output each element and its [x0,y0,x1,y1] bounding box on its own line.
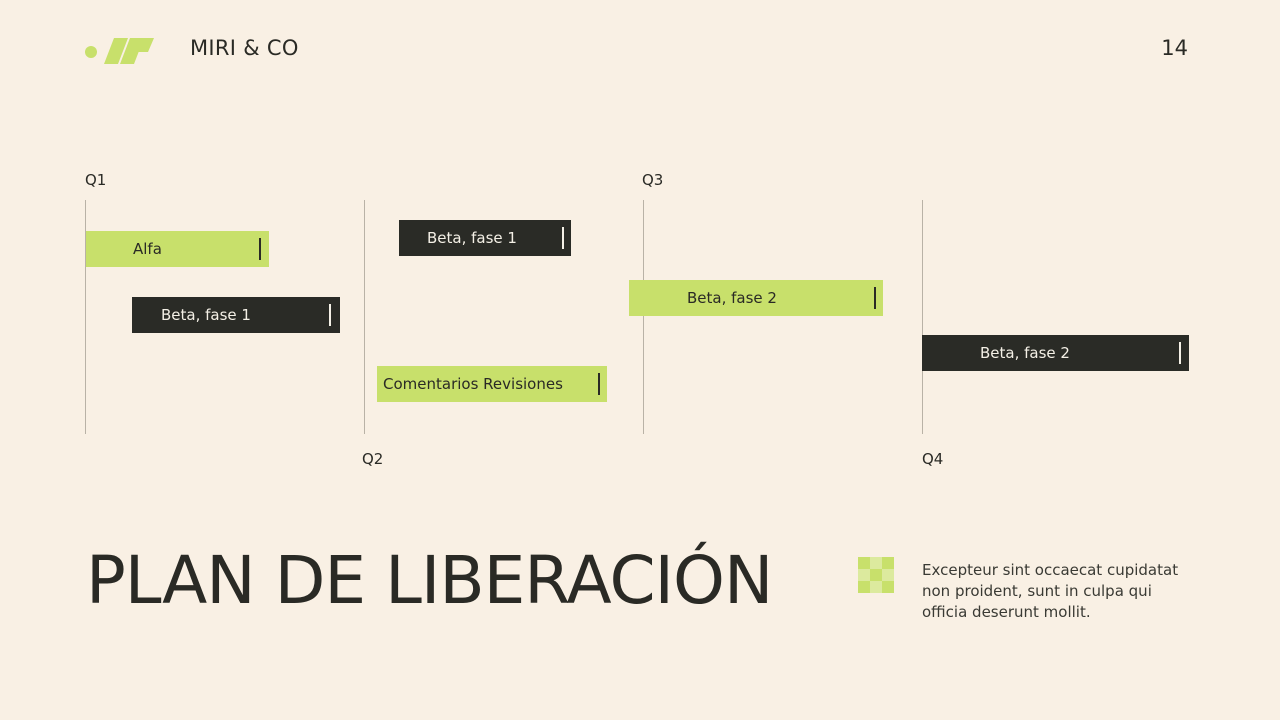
checker-pattern-icon [858,557,894,593]
quarter-label-q1: Q1 [85,171,107,189]
page-title: PLAN DE LIBERACIÓN [86,542,773,619]
timeline-bar-beta-fase-2: Beta, fase 2 [922,335,1189,371]
bar-end-marker [1179,342,1181,364]
quarter-divider-q2 [364,200,365,434]
brand-name: MIRI & CO [190,36,299,60]
quarter-label-q2: Q2 [362,450,384,468]
timeline-bar-label: Alfa [133,240,162,258]
quarter-divider-q4 [922,200,923,434]
bar-end-marker [598,373,600,395]
timeline-bar-label: Comentarios Revisiones [383,375,563,393]
quarter-label-q3: Q3 [642,171,664,189]
page-number: 14 [1161,36,1188,60]
description-text: Excepteur sint occaecat cupidatat non pr… [922,561,1179,621]
timeline-bar-label: Beta, fase 2 [687,289,777,307]
timeline-bar-comentarios-revisiones: Comentarios Revisiones [377,366,607,402]
timeline-bar-alfa: Alfa [86,231,269,267]
bar-end-marker [562,227,564,249]
timeline-bar-beta-fase-1: Beta, fase 1 [132,297,340,333]
bar-end-marker [329,304,331,326]
brand-logo-icon [85,38,154,64]
quarter-divider-q1 [85,200,86,434]
bar-end-marker [874,287,876,309]
bar-end-marker [259,238,261,260]
timeline-bar-beta-fase-1: Beta, fase 1 [399,220,571,256]
quarter-divider-q3 [643,200,644,434]
timeline-bar-beta-fase-2: Beta, fase 2 [629,280,883,316]
quarter-label-q4: Q4 [922,450,944,468]
timeline-bar-label: Beta, fase 2 [980,344,1070,362]
timeline-bar-label: Beta, fase 1 [161,306,251,324]
timeline-bar-label: Beta, fase 1 [427,229,517,247]
